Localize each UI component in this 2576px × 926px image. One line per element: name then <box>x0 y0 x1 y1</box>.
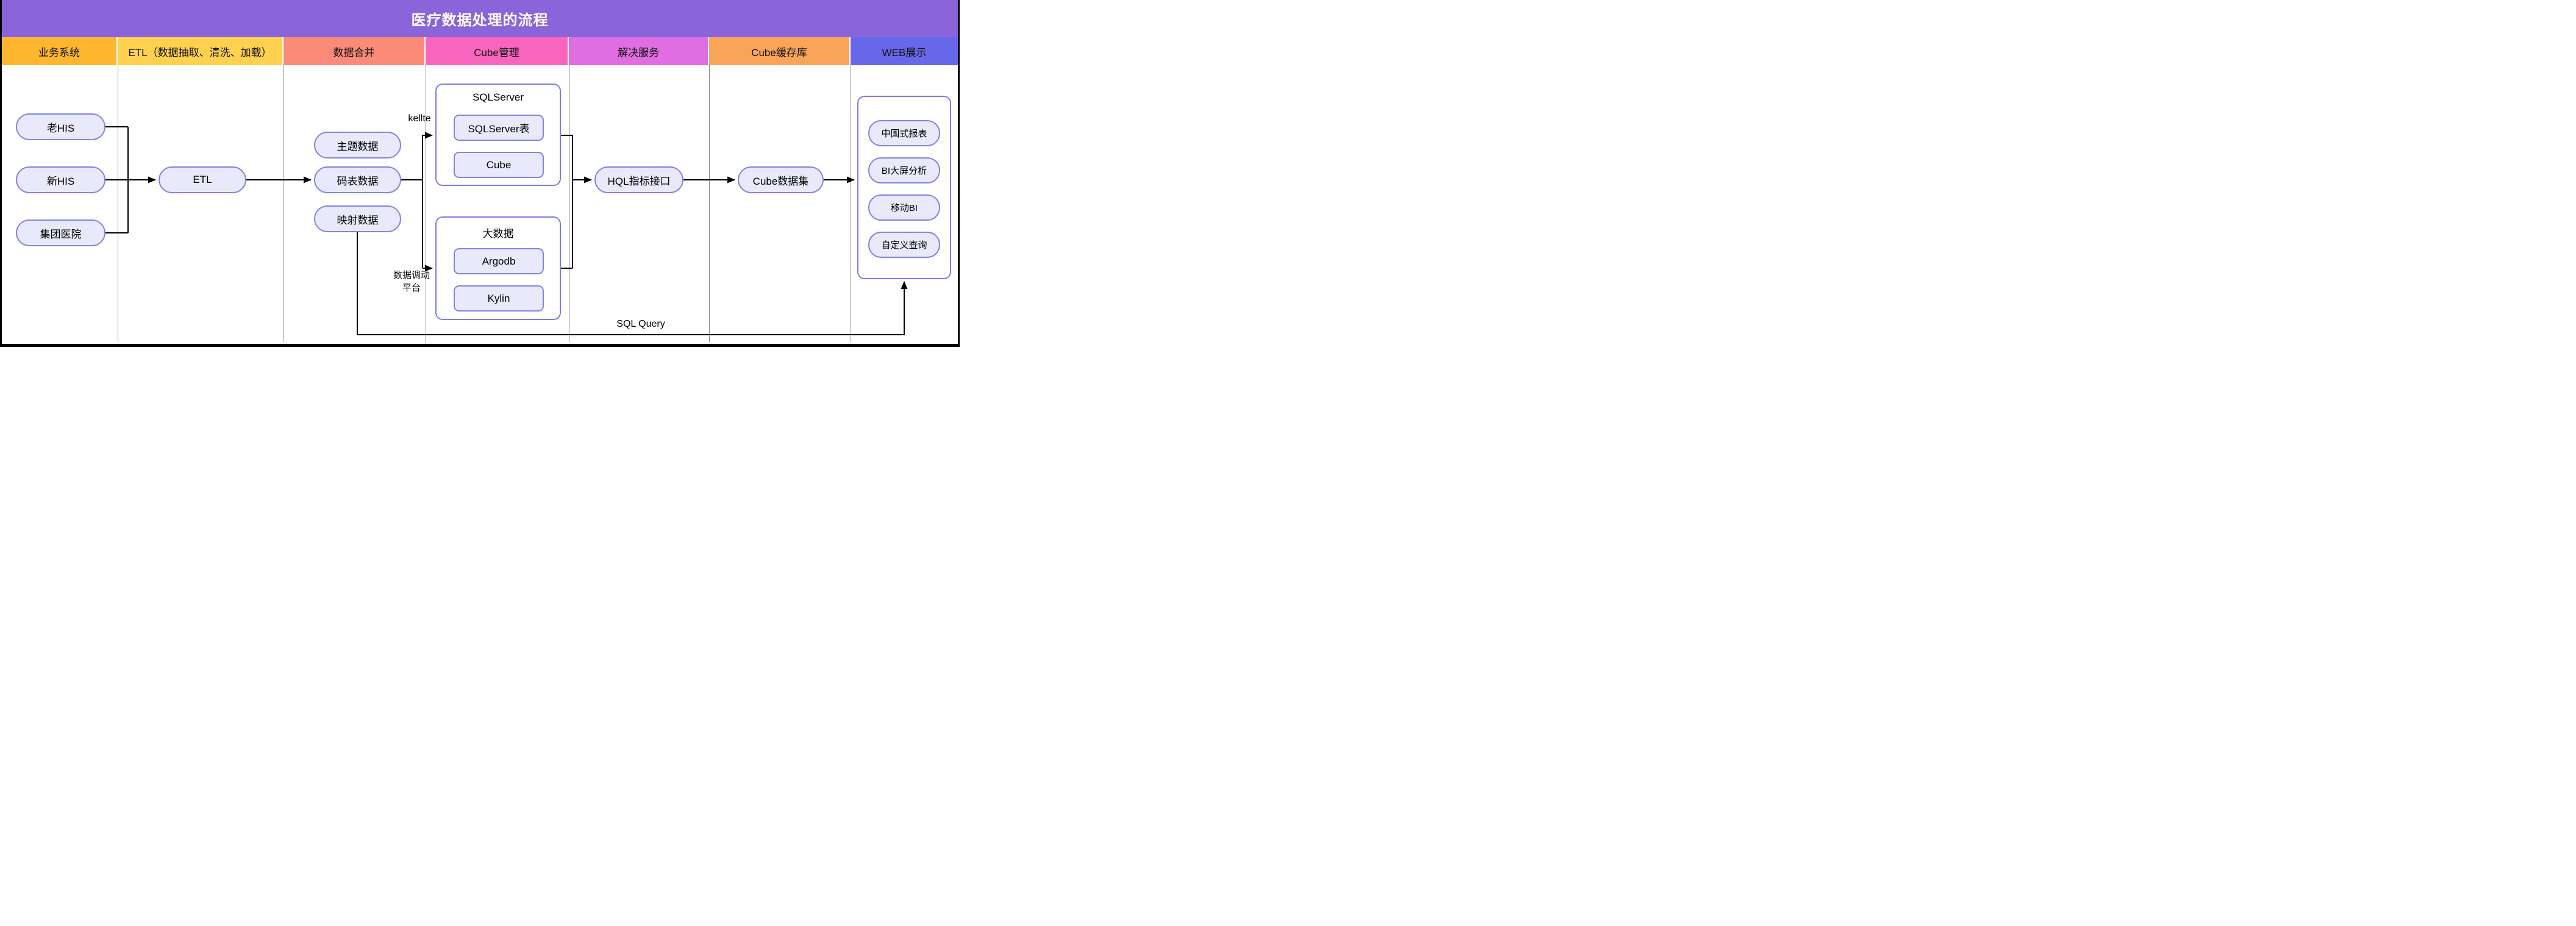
node-etl: ETL <box>159 166 246 193</box>
node-mapping-data: 映射数据 <box>314 205 401 232</box>
node-custom-query: 自定义查询 <box>868 232 940 258</box>
node-custom-query-label: 自定义查询 <box>881 240 927 251</box>
page-title: 医疗数据处理的流程 <box>411 12 549 29</box>
node-etl-label: ETL <box>193 174 212 185</box>
lane-header-cube-cache: Cube缓存库 <box>709 37 851 65</box>
node-kylin-label: Kylin <box>487 292 510 304</box>
edge-label-scheduling-line1: 数据调动 <box>393 270 430 280</box>
node-group-hospital: 集团医院 <box>16 219 105 246</box>
lane-header-solve-service: 解决服务 <box>569 37 709 65</box>
lane-header-band: 业务系统 ETL（数据抽取、清洗、加载） 数据合并 Cube管理 解决服务 Cu… <box>2 37 958 65</box>
lane-header-cube-mgmt: Cube管理 <box>426 37 569 65</box>
node-mapping-data-label: 映射数据 <box>337 214 379 226</box>
group-sqlserver-title: SQLServer <box>472 91 524 103</box>
node-new-his: 新HIS <box>16 166 105 193</box>
node-bi-screen-label: BI大屏分析 <box>881 166 927 176</box>
lane-header-data-merge: 数据合并 <box>284 37 426 65</box>
edge-label-scheduling-line2: 平台 <box>402 283 421 293</box>
node-old-his: 老HIS <box>16 113 105 140</box>
group-bigdata-title: 大数据 <box>482 228 514 240</box>
node-code-table-data: 码表数据 <box>314 166 401 193</box>
flowchart-canvas: 医疗数据处理的流程 业务系统 ETL（数据抽取、清洗、加载） 数据合并 Cube… <box>0 0 960 347</box>
node-cube-dataset-label: Cube数据集 <box>752 175 809 187</box>
group-bigdata: 大数据 Argodb Kylin <box>435 216 561 320</box>
node-code-table-label: 码表数据 <box>337 175 379 187</box>
diagram-title-band: 医疗数据处理的流程 <box>2 0 958 37</box>
node-new-his-label: 新HIS <box>46 175 75 187</box>
node-argodb-label: Argodb <box>482 255 516 267</box>
node-group-hospital-label: 集团医院 <box>40 228 82 240</box>
node-cube: Cube <box>454 152 544 178</box>
node-old-his-label: 老HIS <box>46 122 75 134</box>
node-hql-api-label: HQL指标接口 <box>607 175 671 187</box>
node-sqlserver-table-label: SQLServer表 <box>468 123 530 135</box>
node-argodb: Argodb <box>454 248 544 274</box>
node-sqlserver-table: SQLServer表 <box>454 115 544 141</box>
node-topic-data: 主题数据 <box>314 132 401 158</box>
group-web-display: 中国式报表 BI大屏分析 移动BI 自定义查询 <box>857 96 951 279</box>
node-cn-report: 中国式报表 <box>868 120 940 146</box>
lane-header-web-display: WEB展示 <box>851 37 958 65</box>
node-cube-dataset: Cube数据集 <box>738 166 824 193</box>
lane-header-business-system: 业务系统 <box>2 37 118 65</box>
edge-label-data-scheduling-platform: 数据调动 平台 <box>384 269 440 294</box>
edge-label-kettle: kellte <box>408 113 431 124</box>
lane-divider-5 <box>709 65 710 342</box>
group-sqlserver: SQLServer SQLServer表 Cube <box>435 84 561 186</box>
edge-label-sql-query: SQL Query <box>616 319 665 329</box>
node-mobile-bi: 移动BI <box>868 194 940 221</box>
node-cn-report-label: 中国式报表 <box>881 129 927 139</box>
node-mobile-bi-label: 移动BI <box>890 203 918 213</box>
node-hql-api: HQL指标接口 <box>594 166 683 193</box>
node-kylin: Kylin <box>454 285 544 312</box>
node-cube-label: Cube <box>486 158 512 171</box>
lane-header-etl: ETL（数据抽取、清洗、加载） <box>118 37 284 65</box>
node-bi-screen: BI大屏分析 <box>868 157 940 183</box>
node-topic-data-label: 主题数据 <box>337 140 379 152</box>
